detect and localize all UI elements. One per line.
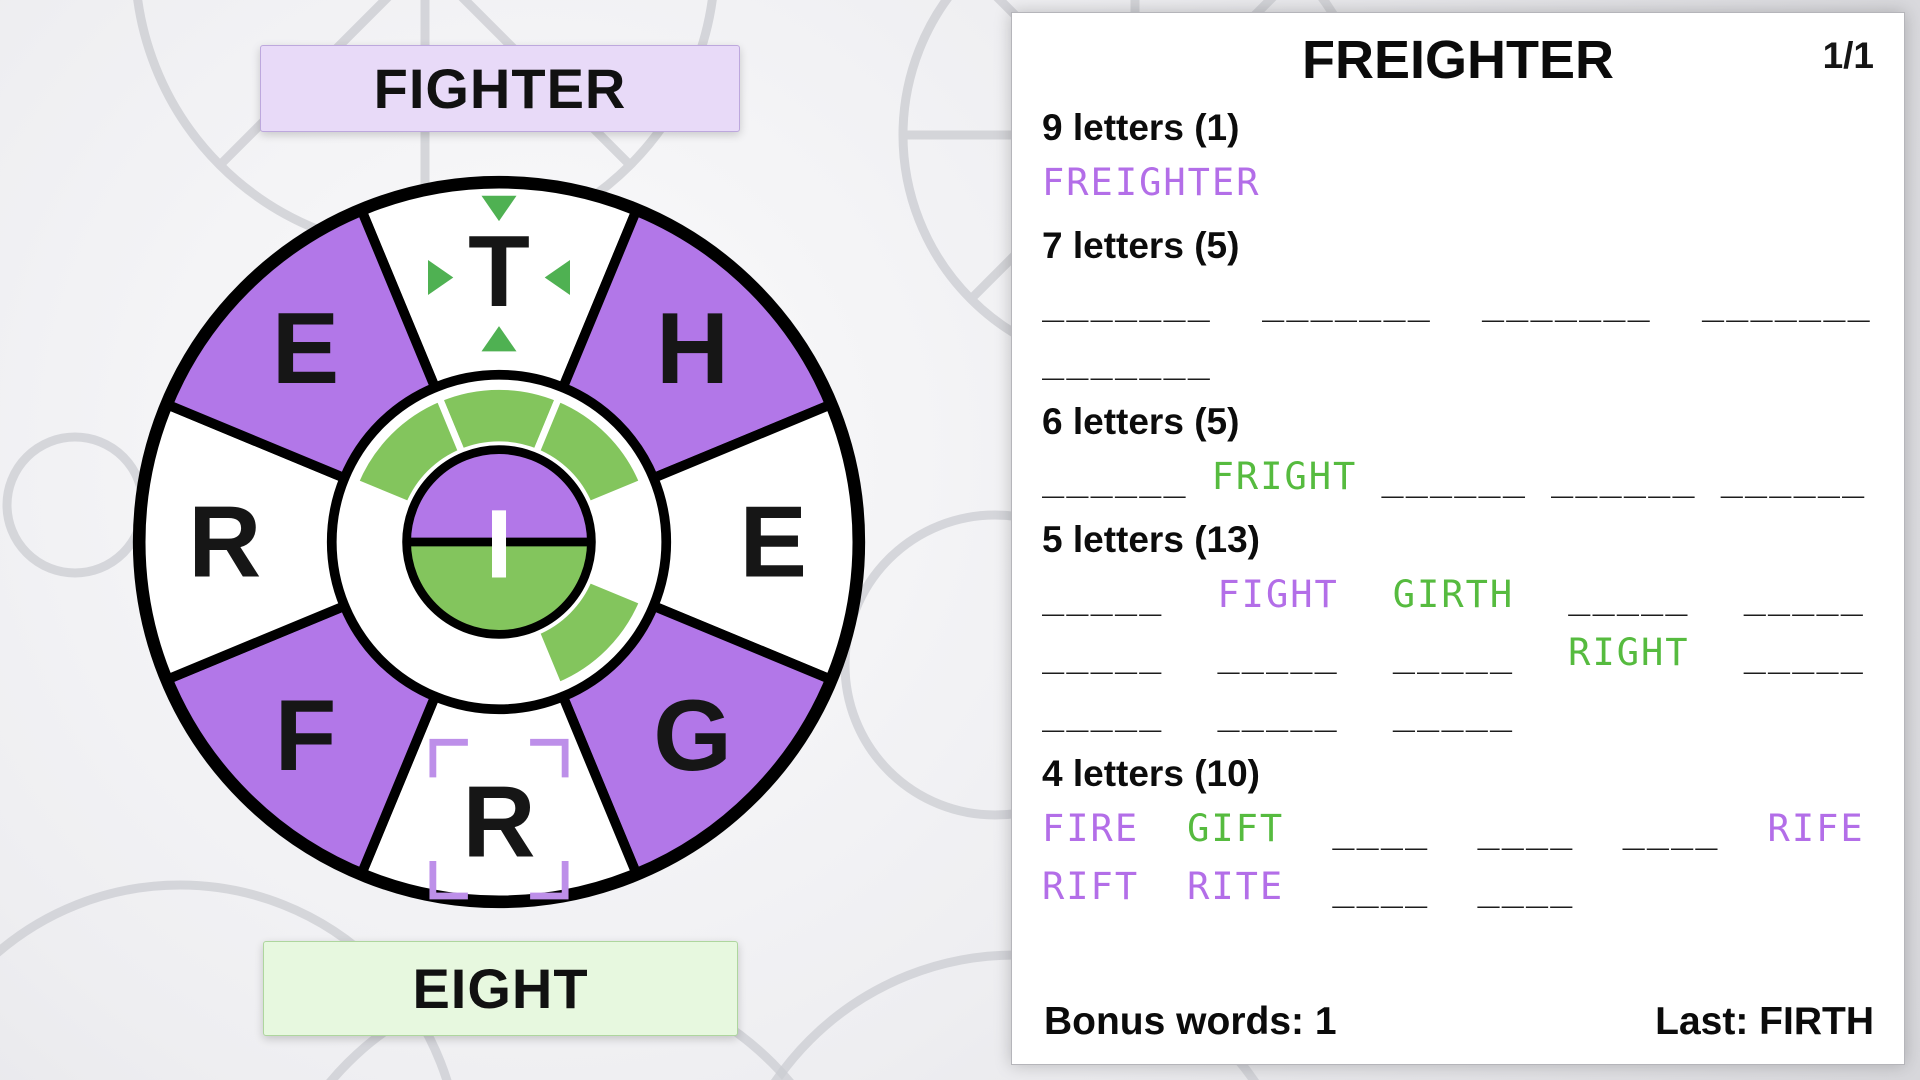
- found-word: GIFT: [1187, 807, 1285, 850]
- panel-footer: Bonus words: 1 Last: FIRTH: [1044, 1000, 1874, 1044]
- used-letter-arc: [531, 393, 648, 510]
- found-word: RIFE: [1767, 807, 1865, 850]
- found-word: FRIGHT: [1211, 455, 1358, 498]
- wheel-rim: [132, 175, 866, 909]
- wheel-letter[interactable]: R: [462, 766, 535, 879]
- word-list-panel: FREIGHTER 1/1 9 letters (1) FREIGHTER 7 …: [1011, 12, 1905, 1065]
- wheel-letter[interactable]: H: [656, 292, 729, 405]
- word-blank: ______: [1550, 455, 1697, 498]
- wheel-letter[interactable]: F: [275, 679, 337, 792]
- word-blank: ______: [1381, 455, 1527, 498]
- wheel-letter[interactable]: R: [188, 486, 261, 599]
- puzzle-progress: 1/1: [1822, 35, 1874, 76]
- used-letter-arc: [350, 393, 467, 510]
- found-word: FIGHT: [1217, 573, 1339, 616]
- word-blank: _____: [1392, 689, 1515, 732]
- bonus-words-count: Bonus words: 1: [1044, 1000, 1337, 1043]
- word-row: _____ _____ _____: [1042, 685, 1874, 737]
- focus-arrow-left-icon: [544, 259, 570, 295]
- focus-arrow-right-icon: [428, 259, 454, 295]
- section-heading: 9 letters (1): [1042, 107, 1240, 148]
- decorative-circle: [0, 880, 452, 1080]
- letter-wheel[interactable]: T H E G R F R: [110, 153, 888, 931]
- word-blank: _______: [1261, 279, 1432, 322]
- section-heading: 7 letters (5): [1042, 225, 1240, 266]
- word-blank: ______: [1720, 455, 1867, 498]
- bottom-word-label: EIGHT: [263, 941, 738, 1036]
- focus-arrow-down-icon: [481, 195, 517, 222]
- section-heading: 4 letters (10): [1042, 753, 1260, 794]
- focus-arrow-up-icon: [481, 326, 517, 352]
- found-word: GIRTH: [1392, 573, 1515, 616]
- top-word-text: FIGHTER: [373, 57, 627, 120]
- top-word-label: FIGHTER: [260, 45, 740, 132]
- selection-brackets-icon: [429, 738, 569, 900]
- word-blank: ______: [1042, 455, 1188, 498]
- word-row: FIRE GIFT ____ ____ ____ RIFE: [1042, 803, 1874, 855]
- word-blank: _____: [1217, 689, 1339, 732]
- center-letter-text: I: [485, 489, 512, 598]
- word-blank: ____: [1477, 807, 1575, 850]
- wheel-letter[interactable]: E: [272, 292, 339, 405]
- word-blank: _____: [1392, 631, 1515, 674]
- section-5-letters: 5 letters (13) _____ FIGHT GIRTH _____ _…: [1042, 517, 1874, 737]
- word-blank: _______: [1701, 279, 1872, 322]
- word-blank: _______: [1042, 337, 1212, 380]
- found-word: RIGHT: [1568, 631, 1690, 674]
- section-heading: 5 letters (13): [1042, 519, 1260, 560]
- word-row: _____ _____ _____ RIGHT _____: [1042, 627, 1874, 679]
- word-blank: _____: [1042, 573, 1164, 616]
- last-word-found: Last: FIRTH: [1655, 1000, 1874, 1043]
- center-letter[interactable]: I: [402, 445, 596, 639]
- panel-header: FREIGHTER 1/1: [1042, 29, 1874, 95]
- found-word: RITE: [1187, 865, 1285, 908]
- puzzle-title: FREIGHTER: [1301, 30, 1614, 90]
- section-6-letters: 6 letters (5) ______ FRIGHT ______ _____…: [1042, 399, 1874, 503]
- wheel-letter[interactable]: G: [653, 679, 732, 792]
- word-blank: _____: [1042, 631, 1164, 674]
- section-9-letters: 9 letters (1) FREIGHTER: [1042, 105, 1874, 209]
- word-row: FREIGHTER: [1042, 157, 1874, 209]
- word-row: _______ _______ _______ _______: [1042, 275, 1874, 327]
- word-blank: ____: [1332, 807, 1430, 850]
- word-blank: _____: [1743, 573, 1865, 616]
- word-blank: _____: [1568, 573, 1690, 616]
- found-word: FIRE: [1042, 807, 1140, 850]
- word-row: _____ FIGHT GIRTH _____ _____: [1042, 569, 1874, 621]
- word-blank: ____: [1622, 807, 1720, 850]
- section-7-letters: 7 letters (5) _______ _______ _______ __…: [1042, 223, 1874, 385]
- section-heading: 6 letters (5): [1042, 401, 1240, 442]
- word-blank: _____: [1217, 631, 1339, 674]
- word-row: ______ FRIGHT ______ ______ ______: [1042, 451, 1874, 503]
- word-blank: _____: [1042, 689, 1164, 732]
- bottom-word-text: EIGHT: [412, 957, 589, 1020]
- word-blank: ____: [1477, 865, 1575, 908]
- section-4-letters: 4 letters (10) FIRE GIFT ____ ____ ____ …: [1042, 751, 1874, 913]
- used-letter-arc: [531, 574, 648, 691]
- word-blank: _______: [1042, 279, 1212, 322]
- word-row: _______: [1042, 333, 1874, 385]
- wheel-letter[interactable]: T: [468, 215, 530, 328]
- wheel-letter[interactable]: E: [740, 486, 807, 599]
- word-blank: _______: [1481, 279, 1652, 322]
- word-row: RIFT RITE ____ ____: [1042, 861, 1874, 913]
- found-word: FREIGHTER: [1042, 161, 1261, 204]
- word-blank: _____: [1743, 631, 1865, 674]
- word-blank: ____: [1332, 865, 1430, 908]
- found-word: RIFT: [1042, 865, 1140, 908]
